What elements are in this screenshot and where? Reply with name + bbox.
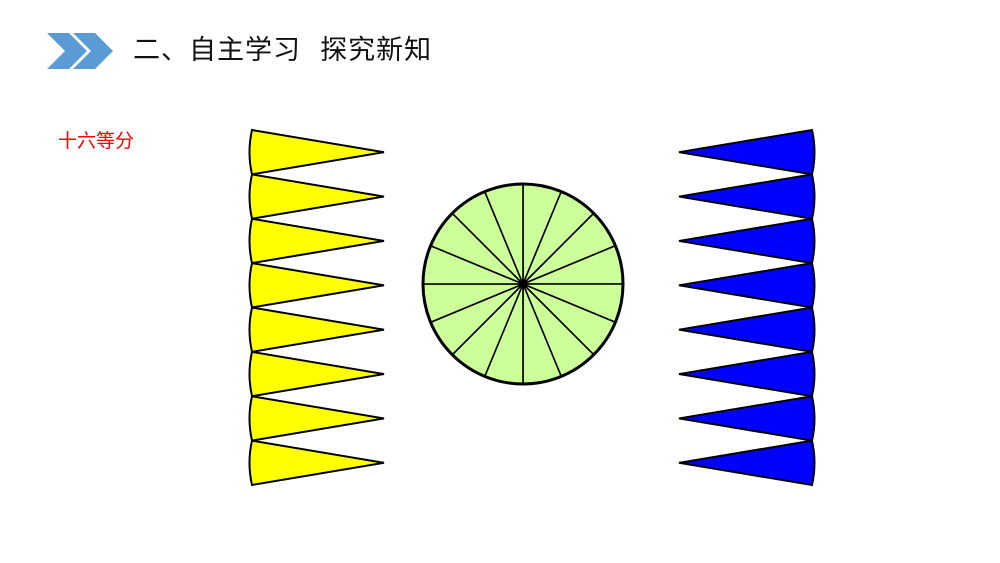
rearranged-sector <box>678 261 816 309</box>
chevron-left-part <box>47 33 87 69</box>
left-sector-strip <box>248 128 385 487</box>
rearranged-sector <box>678 306 816 354</box>
rearranged-sector <box>248 395 385 442</box>
rearranged-sector <box>678 350 816 398</box>
rearranged-sector <box>678 217 816 265</box>
rearranged-sector <box>248 261 385 309</box>
division-label: 十六等分 <box>58 130 135 152</box>
circle-outline <box>421 182 625 386</box>
divided-circle <box>421 182 625 386</box>
rearranged-sector <box>678 439 816 487</box>
rearranged-sector <box>248 350 385 398</box>
rearranged-sector <box>248 217 385 265</box>
rearranged-sector <box>248 306 385 354</box>
rearranged-sector <box>678 128 816 176</box>
rearranged-sector <box>248 128 385 176</box>
right-sector-strip <box>678 128 816 487</box>
page-title: 二、自主学习 探究新知 <box>133 35 433 66</box>
double-chevron-right-icon <box>47 33 113 69</box>
chevron-right-part <box>73 33 113 69</box>
rearranged-sector <box>248 173 385 220</box>
rearranged-sector <box>248 439 385 487</box>
rearranged-sector <box>678 173 816 220</box>
rearranged-sector <box>678 395 816 442</box>
